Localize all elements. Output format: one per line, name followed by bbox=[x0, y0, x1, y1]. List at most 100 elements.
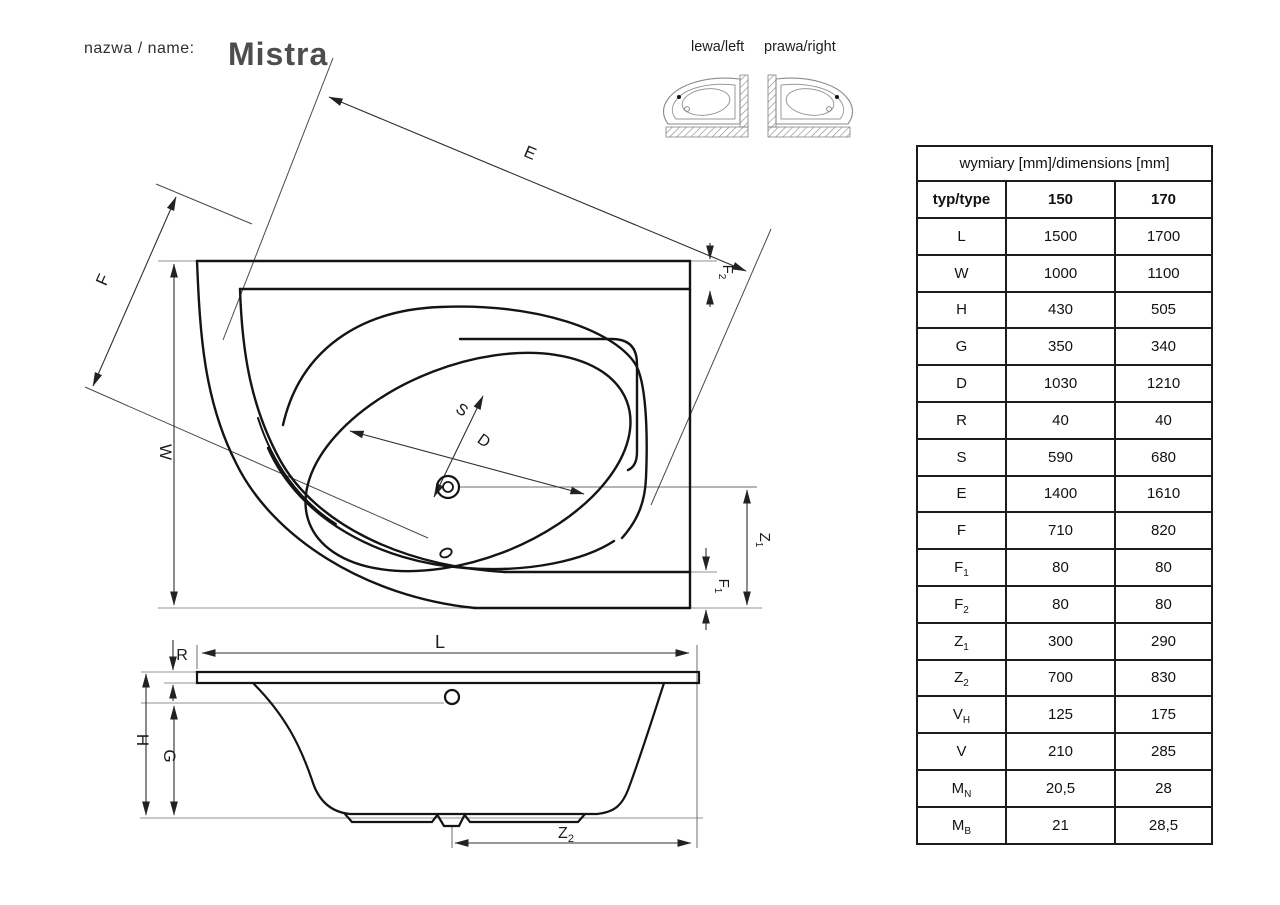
mini-jet-dot bbox=[835, 95, 839, 99]
spec-symbol: S bbox=[956, 448, 967, 466]
spec-value-170: 1210 bbox=[1113, 364, 1214, 403]
dim-label-Z2: Z2 bbox=[558, 825, 574, 845]
rim-band bbox=[195, 670, 701, 685]
mini-tub-inner bbox=[780, 83, 845, 120]
dim-E-line bbox=[328, 96, 747, 272]
drain-icon bbox=[435, 474, 461, 500]
spec-symbol-subscript: 1 bbox=[963, 641, 969, 653]
spec-symbol: F bbox=[954, 559, 964, 577]
wall-hatch-icon bbox=[739, 74, 749, 128]
spec-symbol: D bbox=[956, 375, 967, 393]
foot-right bbox=[462, 812, 587, 824]
seat-curve bbox=[257, 417, 337, 525]
spec-symbol: W bbox=[954, 264, 969, 282]
spec-row-label: MB bbox=[916, 805, 1007, 845]
spec-symbol-subscript: H bbox=[962, 715, 971, 727]
tub-outline bbox=[195, 259, 692, 610]
spec-value-150: 1000 bbox=[1005, 253, 1116, 293]
name-field-label: nazwa / name: bbox=[84, 40, 195, 57]
spec-row-label: E bbox=[916, 474, 1007, 514]
dim-label-S: S bbox=[452, 400, 470, 420]
wall-hatch-icon bbox=[767, 74, 777, 128]
dimension-lines bbox=[142, 640, 692, 847]
spec-value-150: 1500 bbox=[1005, 217, 1116, 256]
spec-row-label: V bbox=[916, 732, 1007, 771]
spec-row-label: VH bbox=[916, 695, 1007, 735]
dim-label-H: H bbox=[133, 734, 152, 746]
spec-symbol: F bbox=[954, 595, 964, 613]
spec-symbol-subscript: B bbox=[964, 825, 972, 837]
spec-value-150: 430 bbox=[1005, 290, 1116, 330]
table-title: wymiary [mm]/dimensions [mm] bbox=[915, 145, 1214, 182]
dim-label-E: E bbox=[521, 142, 539, 164]
spec-value-150: 1030 bbox=[1005, 364, 1116, 403]
mini-drain-icon bbox=[826, 106, 832, 112]
dim-label-W: W bbox=[156, 444, 175, 460]
spec-value-170: 830 bbox=[1113, 658, 1214, 698]
spec-symbol: M bbox=[951, 779, 965, 797]
dim-D-line bbox=[349, 430, 585, 495]
column-header-150: 150 bbox=[1005, 180, 1116, 219]
spec-value-150: 300 bbox=[1005, 621, 1116, 661]
spec-value-170: 290 bbox=[1113, 621, 1214, 661]
dim-label-R: R bbox=[176, 647, 188, 664]
spec-symbol-subscript: N bbox=[964, 788, 972, 800]
witness-lines bbox=[196, 645, 698, 848]
column-header-170: 170 bbox=[1113, 180, 1214, 219]
orientation-icon-left bbox=[662, 74, 749, 138]
dimensions-table: wymiary [mm]/dimensions [mm] typ/type 15… bbox=[915, 145, 1214, 845]
spec-symbol-subscript: 2 bbox=[963, 604, 969, 616]
spec-value-150: 20,5 bbox=[1005, 768, 1116, 808]
spec-symbol: M bbox=[951, 816, 965, 834]
spec-value-170: 40 bbox=[1113, 400, 1214, 440]
spec-row-label: MN bbox=[916, 768, 1007, 808]
dim-label-Z1: Z1 bbox=[753, 533, 773, 548]
dim-F-line bbox=[92, 196, 177, 387]
spec-row-label: Z2 bbox=[916, 658, 1007, 698]
table-title-row: wymiary [mm]/dimensions [mm] bbox=[915, 145, 1214, 182]
dim-label-F: F bbox=[92, 271, 114, 288]
dim-label-L: L bbox=[435, 632, 445, 652]
spec-row-label: R bbox=[916, 400, 1007, 440]
spec-value-170: 285 bbox=[1113, 732, 1214, 771]
spec-row-label: Z1 bbox=[916, 621, 1007, 661]
spec-value-150: 125 bbox=[1005, 695, 1116, 735]
spec-value-170: 1100 bbox=[1113, 253, 1214, 293]
spec-value-150: 80 bbox=[1005, 584, 1116, 624]
spec-value-150: 710 bbox=[1005, 511, 1116, 551]
rim-inner-curve bbox=[238, 287, 507, 574]
overflow-icon bbox=[443, 688, 461, 706]
spec-symbol: E bbox=[956, 485, 967, 503]
spec-symbol: L bbox=[957, 227, 966, 245]
top-view: E F W S D F2 F1 Z1 bbox=[84, 57, 773, 630]
spec-value-150: 210 bbox=[1005, 732, 1116, 771]
spec-symbol: F bbox=[956, 522, 967, 540]
side-view: L R H G Z2 bbox=[133, 632, 703, 848]
spec-row-label: L bbox=[916, 217, 1007, 256]
spec-value-170: 28,5 bbox=[1113, 805, 1214, 845]
spec-value-170: 340 bbox=[1113, 327, 1214, 367]
orientation-right-label: prawa/right bbox=[764, 39, 836, 55]
spec-row-label: G bbox=[916, 327, 1007, 367]
spec-value-170: 820 bbox=[1113, 511, 1214, 551]
drain-inner-icon bbox=[442, 481, 454, 493]
mini-tub-well bbox=[785, 88, 835, 116]
dim-label-D: D bbox=[474, 431, 493, 452]
orientation-left-label: lewa/left bbox=[691, 39, 745, 55]
dim-label-F2: F2 bbox=[716, 265, 736, 280]
bathing-well-oval bbox=[304, 351, 632, 573]
